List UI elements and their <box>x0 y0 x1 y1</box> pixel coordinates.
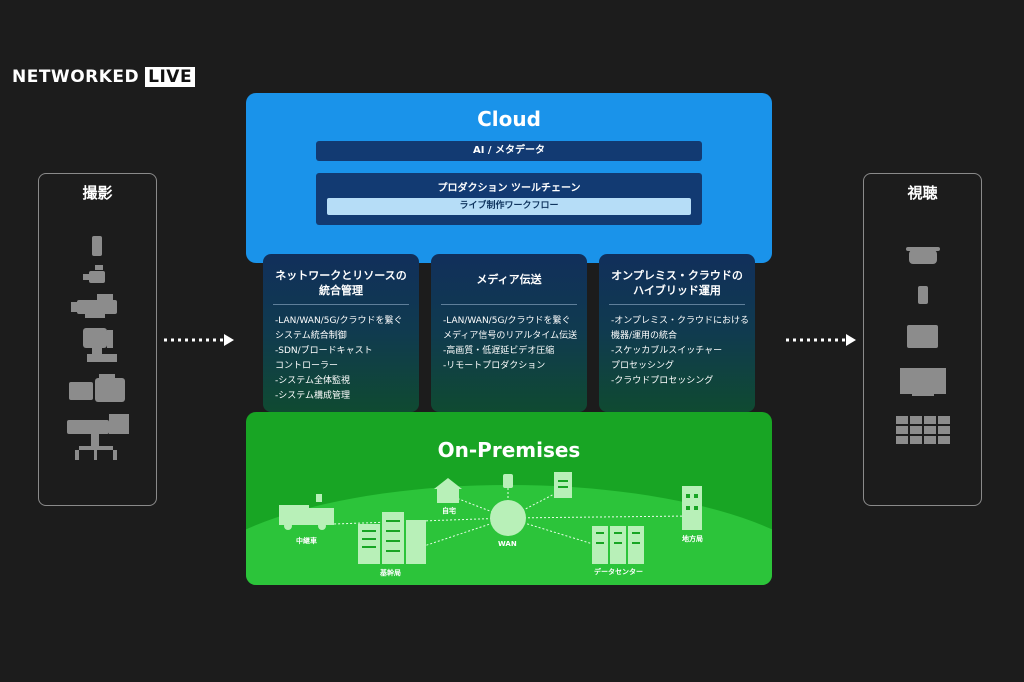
label-kikan: 基幹局 <box>380 569 401 577</box>
production-toolchain-label: プロダクション ツールチェーン <box>437 183 581 194</box>
feature-list: -LAN/WAN/5G/クラウドを繋ぐ システム統合制御 -SDN/ブロードキャ… <box>275 314 415 404</box>
onprem-block: On-Premises <box>246 412 772 585</box>
list-item: メディア信号のリアルタイム伝送 <box>443 331 578 341</box>
brand-logo: NETWORKED LIVE <box>12 66 196 88</box>
capture-to-cloud-arrow <box>164 334 234 346</box>
feature-list: -オンプレミス・クラウドにおける 機器/運用の統合 -スケッカブルスイッチャー … <box>611 314 751 389</box>
capture-panel: 撮影 <box>38 173 157 506</box>
brand-networked: NETWORKED <box>12 67 140 87</box>
divider <box>273 304 409 305</box>
onprem-title: On-Premises <box>437 438 581 462</box>
onprem-network-map <box>246 472 772 585</box>
capture-devices <box>67 236 129 460</box>
video-wall-icon <box>896 416 950 444</box>
data-center-icon <box>592 526 644 564</box>
column-title-line1: オンプレミス・クラウドの <box>611 269 743 282</box>
divider <box>609 304 745 305</box>
local-station-icon <box>682 486 702 530</box>
small-camera-icon <box>92 236 102 256</box>
cinema-camera-icon <box>69 374 125 402</box>
list-item: 機器/運用の統合 <box>611 331 678 341</box>
list-item: -クラウドプロセッシング <box>611 376 714 386</box>
capture-title: 撮影 <box>82 184 113 202</box>
tablet-icon <box>907 325 938 348</box>
cloud-block: Cloud AI / メタデータ プロダクション ツールチェーン ライブ制作ワー… <box>246 93 772 263</box>
label-wan: WAN <box>498 540 517 548</box>
brand-live: LIVE <box>145 67 196 87</box>
vr-headset-icon <box>906 247 940 264</box>
column-title-line1: ネットワークとリソースの <box>275 269 407 282</box>
live-workflow-layer: ライブ制作ワークフロー <box>327 198 691 215</box>
document-icon <box>554 472 572 498</box>
smartphone-icon <box>918 286 928 304</box>
feature-list: -LAN/WAN/5G/クラウドを繋ぐ メディア信号のリアルタイム伝送 -高画質… <box>443 314 583 374</box>
list-item: -LAN/WAN/5G/クラウドを繋ぐ <box>275 316 403 326</box>
broadcast-van-icon <box>279 494 334 530</box>
ai-metadata-layer: AI / メタデータ <box>316 141 702 161</box>
label-chihou: 地方局 <box>682 535 703 543</box>
column-title-line1: メディア伝送 <box>476 273 542 286</box>
list-item: -システム構成管理 <box>275 391 350 401</box>
home-icon <box>434 478 462 503</box>
label-jitaku: 自宅 <box>442 507 456 515</box>
column-hybrid-operation: オンプレミス・クラウドの ハイブリッド運用 -オンプレミス・クラウドにおける 機… <box>599 254 755 412</box>
viewing-panel: 視聴 <box>863 173 982 506</box>
list-item: -LAN/WAN/5G/クラウドを繋ぐ <box>443 316 571 326</box>
shoulder-camcorder-icon <box>71 294 117 318</box>
column-network-resource: ネットワークとリソースの 統合管理 -LAN/WAN/5G/クラウドを繋ぐ シス… <box>263 254 419 412</box>
cloud-to-viewing-arrow <box>786 334 856 346</box>
column-title-line2: ハイブリッド運用 <box>633 284 721 297</box>
viewing-devices <box>896 247 950 444</box>
studio-camera-icon <box>67 414 129 460</box>
list-item: プロセッシング <box>611 361 675 371</box>
list-item: -SDN/ブロードキャスト <box>275 346 373 356</box>
column-title: メディア伝送 <box>435 272 583 287</box>
tv-icon <box>900 368 946 396</box>
column-media-transport: メディア伝送 -LAN/WAN/5G/クラウドを繋ぐ メディア信号のリアルタイム… <box>431 254 587 412</box>
compact-camcorder-icon <box>83 265 105 283</box>
column-title: ネットワークとリソースの 統合管理 <box>267 268 415 298</box>
list-item: -スケッカブルスイッチャー <box>611 346 723 356</box>
column-title-line2: 統合管理 <box>319 284 363 297</box>
divider <box>441 304 577 305</box>
mobile-device-icon <box>503 474 513 488</box>
list-item: -オンプレミス・クラウドにおける <box>611 316 749 326</box>
cloud-title: Cloud <box>477 107 541 131</box>
list-item: -高画質・低遅延ビデオ圧縮 <box>443 346 555 356</box>
list-item: -リモートプロダクション <box>443 361 546 371</box>
wan-globe-icon <box>490 500 526 536</box>
label-datacenter: データセンター <box>594 568 643 576</box>
label-chuukei: 中継車 <box>296 537 317 545</box>
list-item: コントローラー <box>275 361 339 371</box>
list-item: システム統合制御 <box>275 331 347 341</box>
list-item: -システム全体監視 <box>275 376 350 386</box>
column-title: オンプレミス・クラウドの ハイブリッド運用 <box>603 268 751 298</box>
ptz-camera-icon <box>83 328 117 362</box>
viewing-title: 視聴 <box>907 184 938 202</box>
